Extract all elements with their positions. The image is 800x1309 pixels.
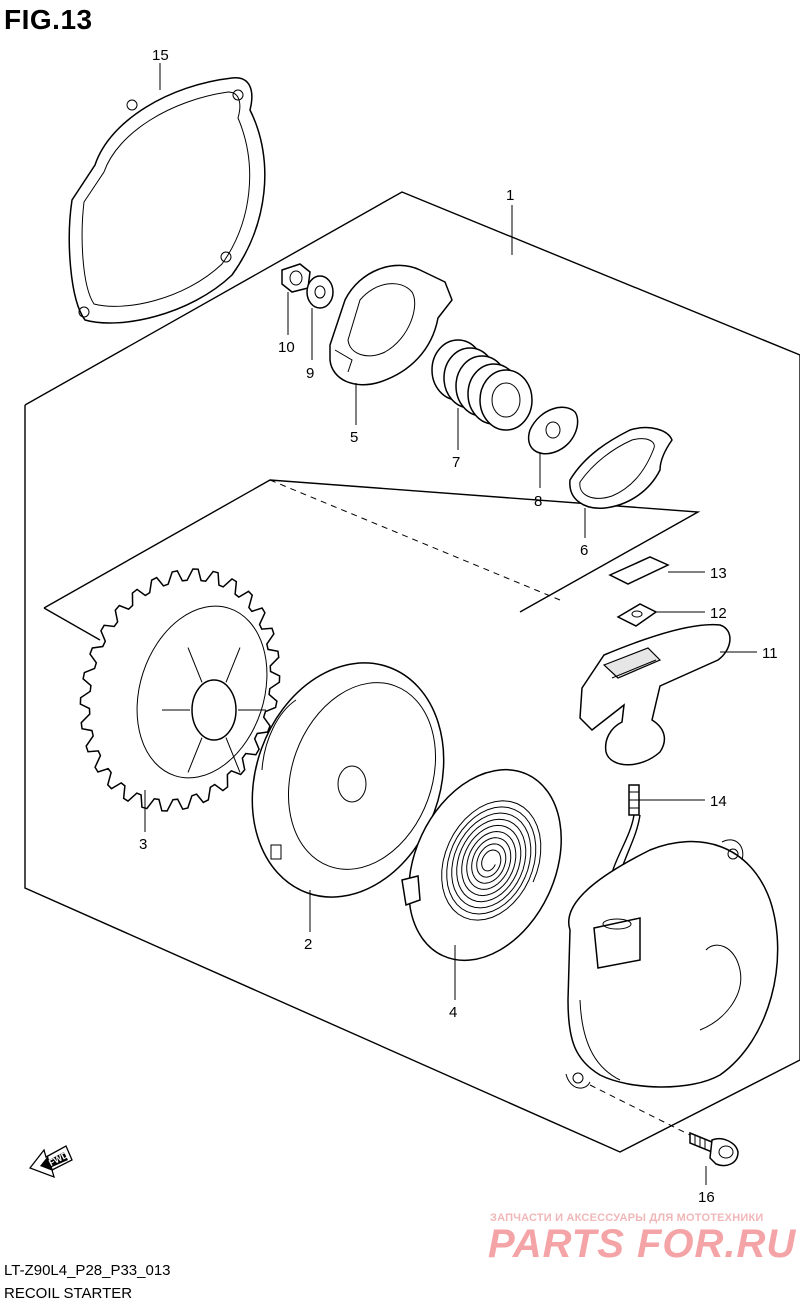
forward-direction-icon: FWD [28, 1145, 73, 1179]
drive-gear-part-3 [79, 568, 281, 812]
gasket-part-15 [68, 77, 266, 324]
callout-4: 4 [449, 1004, 457, 1021]
callout-3: 3 [139, 836, 147, 853]
spring-part-7 [431, 339, 533, 431]
callout-16: 16 [698, 1189, 715, 1206]
figure-title: FIG.13 [4, 4, 93, 35]
callout-6: 6 [580, 542, 588, 559]
washer-part-8 [527, 406, 579, 455]
pad-part-13 [608, 556, 670, 585]
inner-guide-frame [43, 479, 701, 613]
callout-15: 15 [152, 47, 169, 64]
callout-12: 12 [710, 605, 727, 622]
watermark-tagline: ЗАПЧАСТИ И АКСЕССУАРЫ ДЛЯ МОТОТЕХНИКИ [490, 1212, 764, 1224]
guide-plate-part-5 [329, 264, 453, 386]
bolt-part-16 [689, 1131, 739, 1167]
assembly-box [24, 191, 800, 1153]
callout-8: 8 [534, 493, 542, 510]
insert-part-12 [616, 603, 658, 627]
guide-dash-bolt [589, 1084, 701, 1141]
callout-1: 1 [506, 187, 514, 204]
handle-part-11 [579, 623, 731, 766]
callout-7: 7 [452, 454, 460, 471]
callout-2: 2 [304, 936, 312, 953]
guide-line-left [43, 607, 101, 641]
nut-part-10 [281, 263, 311, 293]
leader-lines [144, 63, 757, 1185]
callout-14: 14 [710, 793, 727, 810]
starter-case [565, 839, 779, 1089]
recoil-spring-part-4 [401, 768, 562, 962]
washer-part-9 [306, 275, 334, 309]
reel-part-2 [251, 662, 445, 898]
callout-11: 11 [762, 645, 778, 662]
guide-dash-center [269, 479, 561, 601]
watermark-logo: PARTS FOR.RU [488, 1222, 797, 1266]
friction-plate-part-6 [569, 426, 673, 509]
callout-10: 10 [278, 339, 295, 356]
callout-13: 13 [710, 565, 727, 582]
diagram-code: LT-Z90L4_P28_P33_013 [4, 1262, 171, 1279]
callout-5: 5 [350, 429, 358, 446]
callout-9: 9 [306, 365, 314, 382]
callout-numbers: 15 1 10 9 5 7 8 6 13 12 11 14 3 2 4 16 [139, 47, 778, 1206]
diagram-name: RECOIL STARTER [4, 1285, 133, 1302]
